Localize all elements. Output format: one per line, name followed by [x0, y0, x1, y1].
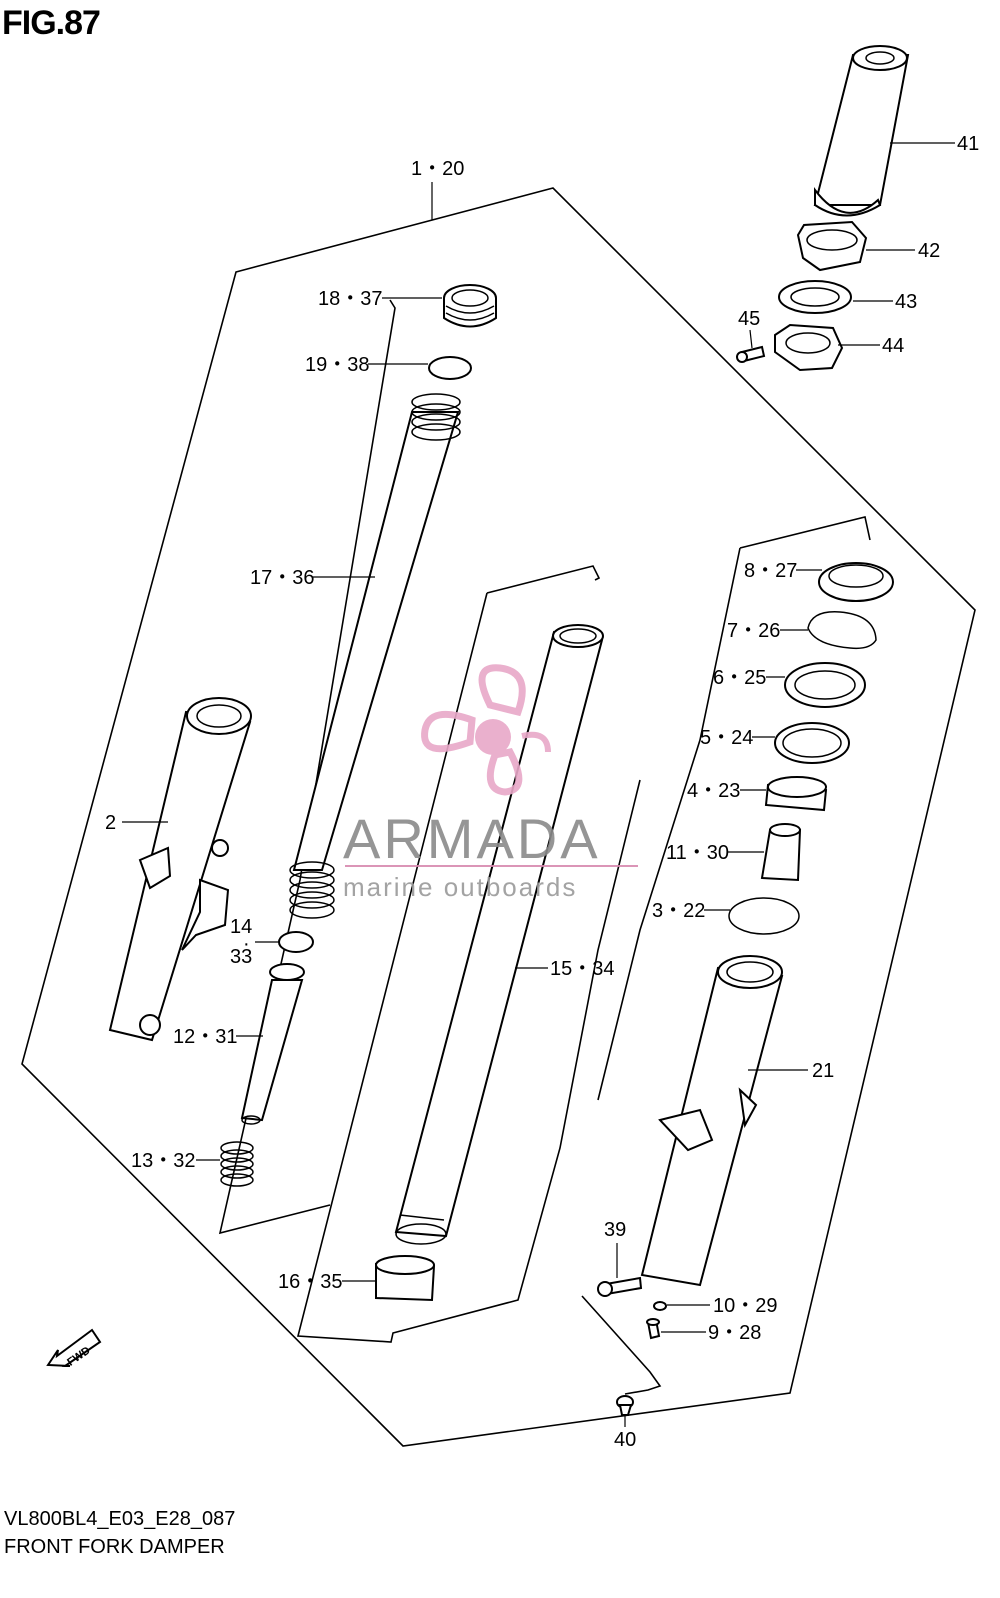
- outer-tube-frame: [597, 516, 871, 1101]
- callout-21: 21: [812, 1060, 834, 1082]
- callout-42: 42: [918, 240, 940, 262]
- part-12-damper-rod: [240, 963, 305, 1125]
- part-44-clamp: [774, 323, 844, 372]
- part-16-oil-lock: [375, 1255, 436, 1302]
- watermark-brand: ARMADA: [343, 807, 601, 870]
- callout-44: 44: [882, 335, 904, 357]
- part-13-rebound-spring: [220, 1141, 254, 1187]
- part-21-outer-tube: [640, 955, 784, 1287]
- watermark-tagline: marine outboards: [343, 872, 577, 902]
- armada-watermark: ARMADA marine outboards: [343, 664, 638, 902]
- fwd-arrow-icon: FWD: [46, 1328, 102, 1369]
- callout-1-20: 1・20: [411, 158, 464, 180]
- part-15-fork-tube: [394, 624, 604, 1245]
- part-8-dust-seal: [818, 562, 894, 602]
- propeller-logo-icon: [421, 664, 551, 796]
- callout-40: 40: [614, 1429, 636, 1451]
- part-19-oring: [428, 356, 472, 380]
- callout-39: 39: [604, 1219, 626, 1241]
- part-7-stopper-ring: [807, 611, 877, 650]
- part-41-boot: [813, 45, 910, 217]
- part-6-oil-seal: [784, 662, 866, 708]
- callout-7-26: 7・26: [727, 620, 780, 642]
- part-3-circlip: [728, 897, 800, 935]
- part-9-damper-bolt: [646, 1318, 661, 1340]
- callout-11-30: 11・30: [666, 842, 729, 864]
- callout-16-35: 16・35: [278, 1271, 343, 1293]
- callout-9-28: 9・28: [708, 1322, 761, 1344]
- callout-33: 33: [230, 946, 252, 968]
- part-4-guide-metal: [764, 776, 828, 812]
- assembly-frame: [21, 187, 976, 1447]
- part-42-cover: [796, 220, 868, 272]
- figure-name: FRONT FORK DAMPER: [4, 1536, 225, 1558]
- damper-rod-frame: [296, 565, 641, 1343]
- callout-8-27: 8・27: [744, 560, 797, 582]
- part-40-plug: [616, 1395, 634, 1416]
- part-17-spring: [289, 393, 461, 919]
- callout-18-37: 18・37: [318, 288, 383, 310]
- callout-2: 2: [105, 812, 116, 834]
- callout-43: 43: [895, 291, 917, 313]
- part-10-gasket: [653, 1301, 667, 1311]
- callout-13-32: 13・32: [131, 1150, 196, 1172]
- callout-17-36: 17・36: [250, 567, 315, 589]
- callout-41: 41: [957, 133, 979, 155]
- part-5-washer: [774, 722, 850, 764]
- callout-12-31: 12・31: [173, 1026, 238, 1048]
- inner-tube-frame: [218, 299, 396, 1235]
- callout-6-25: 6・25: [713, 667, 766, 689]
- part-43-washer: [778, 280, 852, 314]
- callout-14: 14: [230, 916, 252, 938]
- callout-4-23: 4・23: [687, 780, 740, 802]
- figure-code: VL800BL4_E03_E28_087: [4, 1508, 236, 1530]
- part-14-ring: [278, 931, 314, 953]
- callout-45: 45: [738, 308, 760, 330]
- part-39-bolt: [597, 1276, 643, 1297]
- callout-15-34: 15・34: [550, 958, 615, 980]
- callout-dot: ·: [243, 933, 250, 955]
- bolt-frame: [581, 1295, 662, 1395]
- part-45-bolt: [736, 345, 766, 363]
- callout-10-29: 10・29: [713, 1295, 778, 1317]
- callout-19-38: 19・38: [305, 354, 370, 376]
- callout-5-24: 5・24: [700, 727, 753, 749]
- part-11-slide-metal: [760, 823, 802, 882]
- figure-title: FIG.87: [2, 4, 101, 42]
- part-18-cap-bolt: [443, 284, 497, 328]
- part-2-inner-slider: [108, 697, 252, 1042]
- callout-3-22: 3・22: [652, 900, 705, 922]
